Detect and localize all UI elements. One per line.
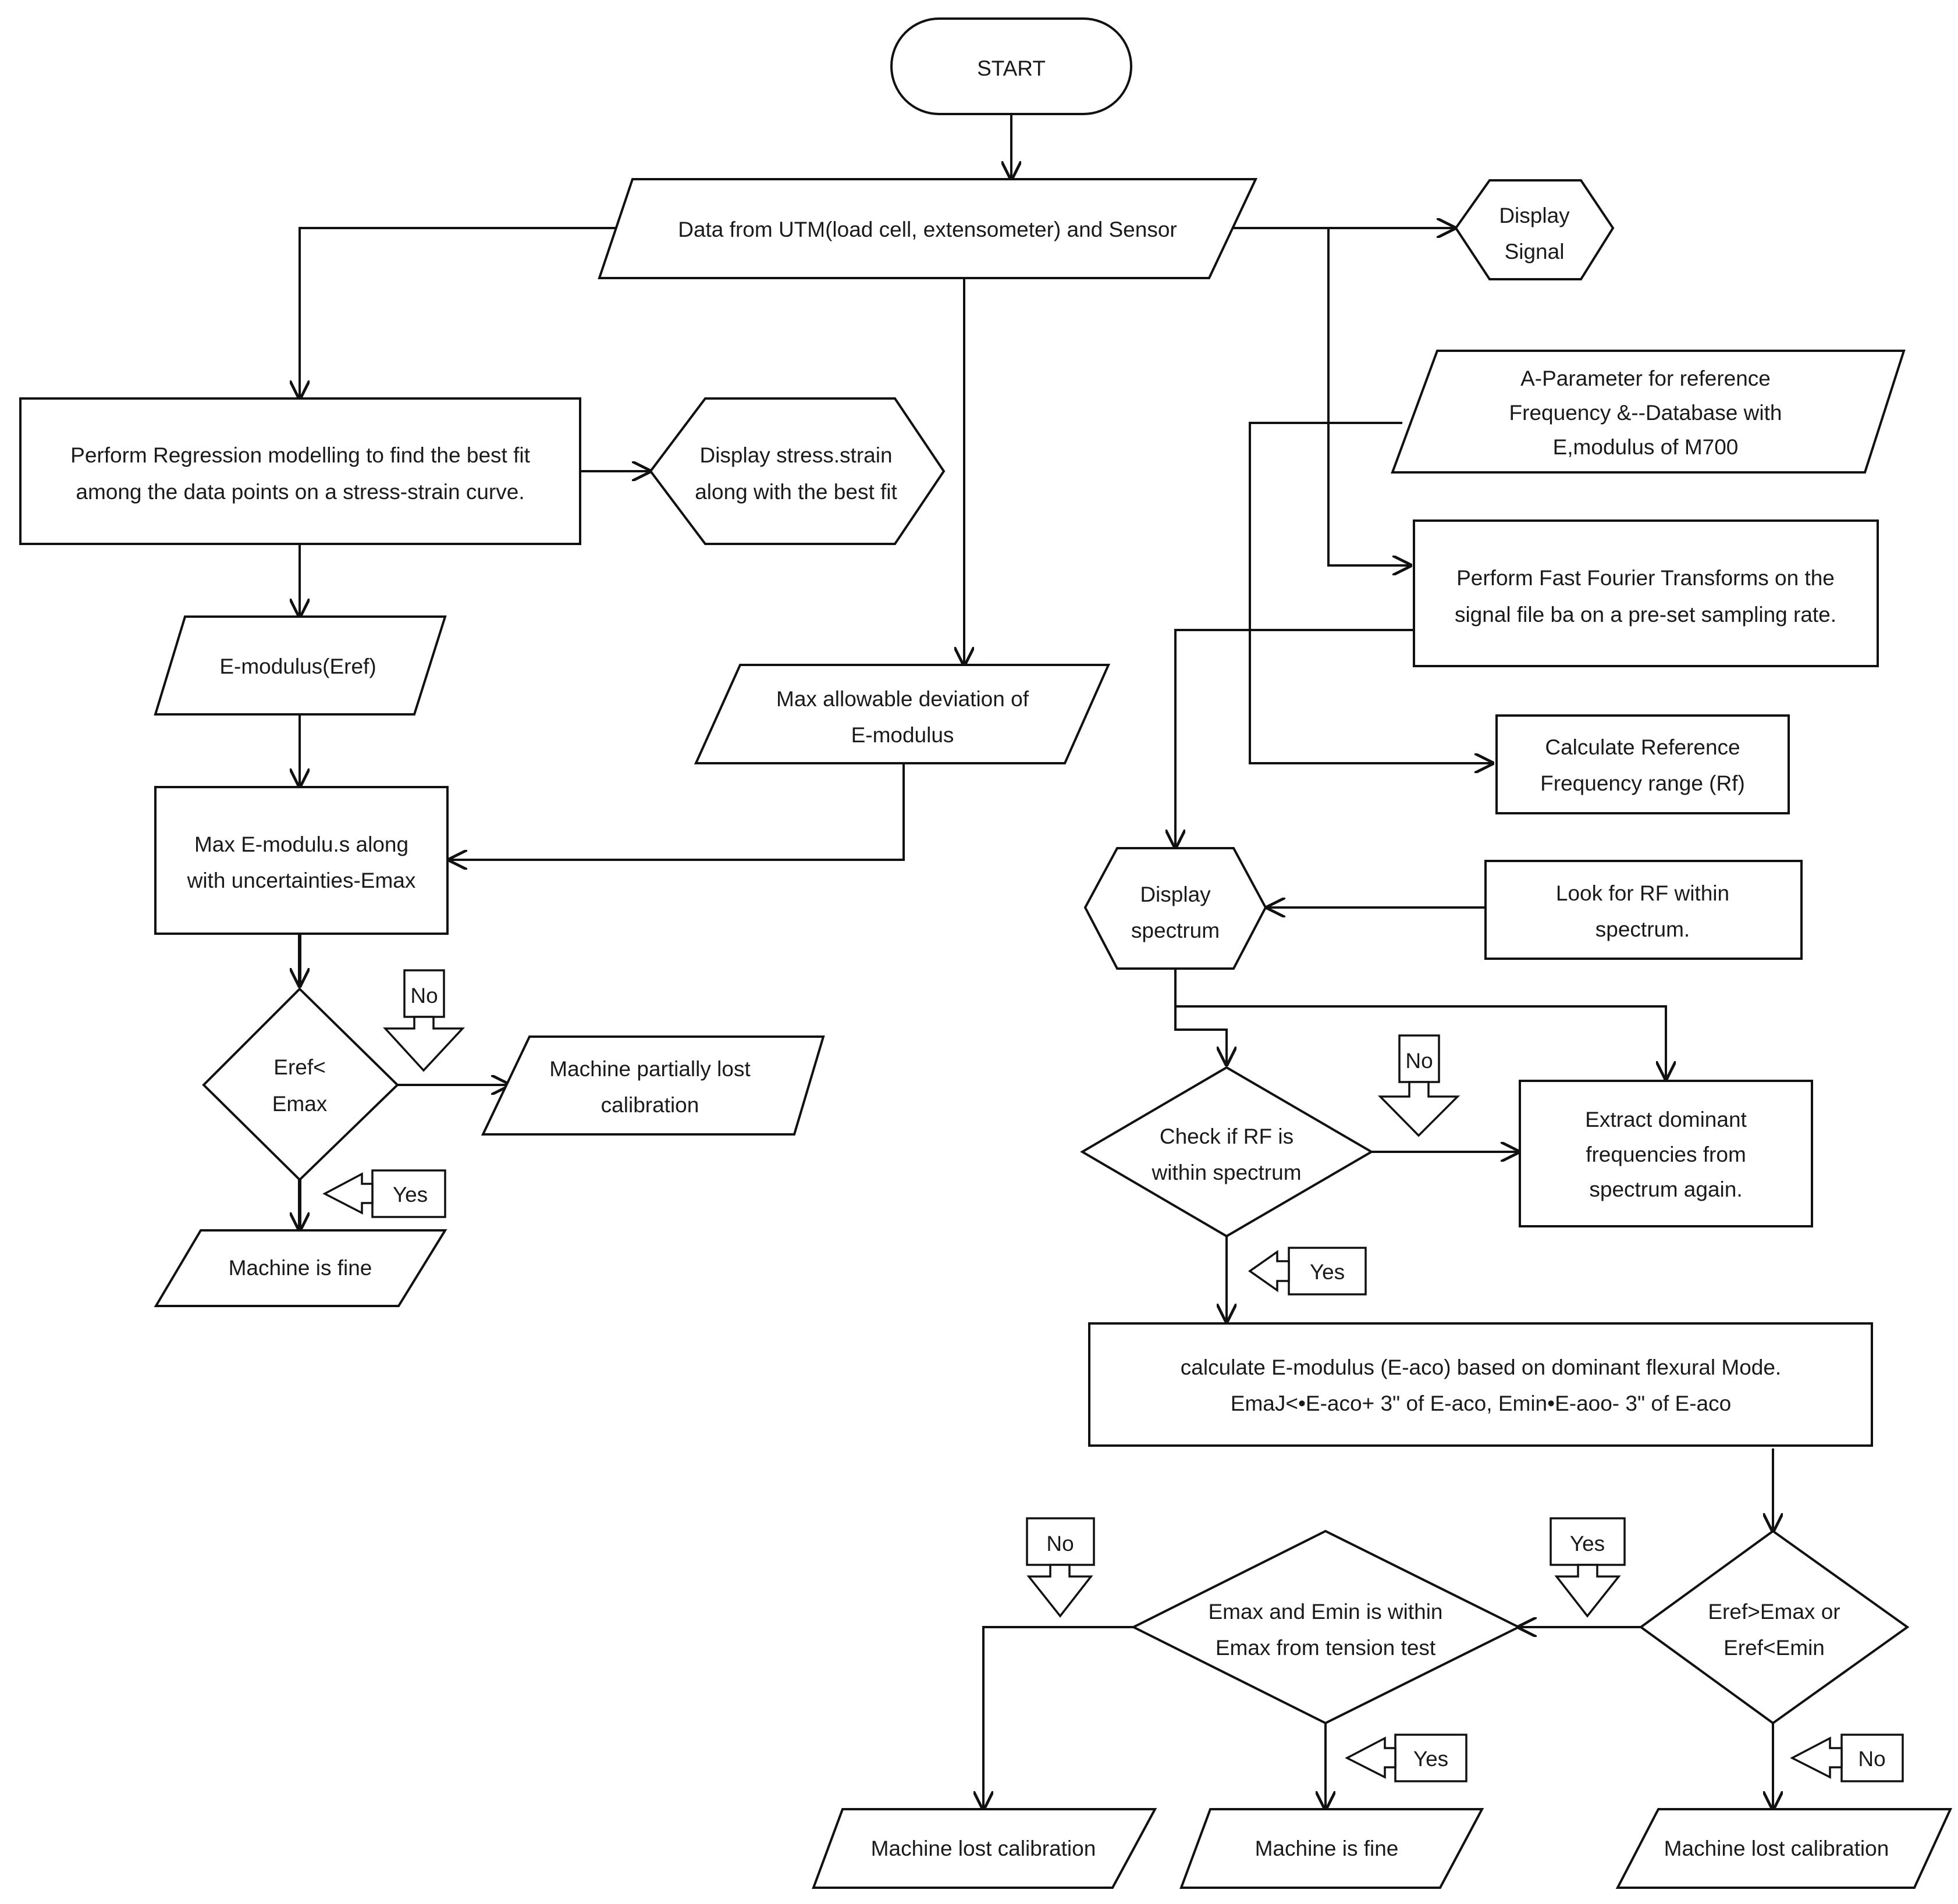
max-emodulus-line-2: with uncertainties-Emax: [187, 869, 416, 892]
lost-calibration-1-label: Machine lost calibration: [871, 1837, 1096, 1860]
regression-line-2: among the data points on a stress-strain…: [76, 480, 524, 504]
display-stress-strain-line-2: along with the best fit: [695, 480, 897, 504]
eref-lt-emax-decision: Eref< Emax: [202, 987, 399, 1181]
edge-data-to-regression: [300, 227, 631, 398]
yes-callout-range: Yes: [1550, 1517, 1626, 1618]
edge-spectrum-to-extract: [1175, 1005, 1666, 1079]
fft-line-1: Perform Fast Fourier Transforms on the: [1456, 566, 1835, 590]
edge-aparam-to-calcrf: [1249, 422, 1493, 763]
data-source-label: Data from UTM(load cell, extensometer) a…: [678, 218, 1177, 241]
a-parameter-line-3: E,modulus of M700: [1553, 435, 1739, 459]
yes-callout-left-label: Yes: [393, 1183, 428, 1207]
partially-lost-line-1: Machine partially lost: [549, 1057, 751, 1081]
emax-emin-within-decision: Emax and Emin is within Emax from tensio…: [1131, 1529, 1522, 1725]
edge-data-to-fft: [1327, 228, 1410, 565]
edge-maxdev-to-maxemod: [449, 763, 905, 860]
check-rf-decision: Check if RF is within spectrum: [1080, 1066, 1374, 1238]
max-deviation-line-1: Max allowable deviation of: [776, 687, 1029, 711]
calc-rf-process: Calculate Reference Frequency range (Rf): [1495, 714, 1790, 814]
edge-within-to-lost1: [983, 1626, 1133, 1809]
display-signal-node: Display Signal: [1454, 179, 1615, 280]
calc-eaco-line-2: EmaJ<•E-aco+ 3" of E-aco, Emin•E-aoo- 3"…: [1231, 1391, 1731, 1415]
machine-fine-2-label: Machine is fine: [1255, 1837, 1399, 1860]
edge-fft-to-spectrum: [1175, 629, 1414, 848]
look-rf-line-2: spectrum.: [1595, 917, 1690, 941]
yes-callout-range-label: Yes: [1570, 1532, 1605, 1556]
emodulus-eref-input: E-modulus(Eref): [154, 615, 447, 716]
calc-eaco-process: calculate E-modulus (E-aco) based on dom…: [1088, 1322, 1873, 1447]
a-parameter-line-1: A-Parameter for reference: [1520, 366, 1771, 390]
no-callout-left-label: No: [410, 984, 438, 1008]
display-spectrum-node: Display spectrum: [1083, 847, 1267, 970]
check-rf-line-2: within spectrum: [1151, 1161, 1301, 1184]
check-rf-line-1: Check if RF is: [1160, 1124, 1294, 1148]
display-stress-strain-node: Display stress.strain along with the bes…: [649, 397, 946, 545]
no-callout-check-rf: No: [1377, 1034, 1460, 1137]
lost-calibration-1-output: Machine lost calibration: [812, 1808, 1157, 1889]
display-stress-strain-line-1: Display stress.strain: [699, 443, 892, 467]
extract-dominant-line-2: frequencies from: [1586, 1143, 1746, 1166]
emodulus-eref-label: E-modulus(Eref): [219, 654, 376, 678]
no-callout-check-rf-label: No: [1405, 1049, 1433, 1073]
look-rf-process: Look for RF within spectrum.: [1484, 860, 1803, 960]
emax-emin-within-line-1: Emax and Emin is within: [1208, 1600, 1442, 1624]
eref-range-line-1: Eref>Emax or: [1708, 1600, 1840, 1624]
yes-callout-within-label: Yes: [1413, 1747, 1448, 1771]
start-terminator: START: [890, 17, 1132, 115]
eref-lt-emax-line-1: Eref<: [273, 1055, 325, 1079]
max-deviation-input: Max allowable deviation of E-modulus: [694, 664, 1111, 764]
no-callout-within: No: [1026, 1517, 1095, 1618]
start-label: START: [977, 56, 1046, 80]
calc-rf-line-1: Calculate Reference: [1545, 735, 1740, 759]
no-callout-left: No: [383, 969, 465, 1072]
partially-lost-output: Machine partially lost calibration: [481, 1035, 825, 1136]
eref-range-line-2: Eref<Emin: [1724, 1636, 1825, 1660]
max-emodulus-line-1: Max E-modulu.s along: [194, 832, 408, 856]
calc-eaco-line-1: calculate E-modulus (E-aco) based on dom…: [1181, 1355, 1781, 1379]
max-emodulus-process: Max E-modulu.s along with uncertainties-…: [154, 786, 449, 935]
eref-range-decision: Eref>Emax or Eref<Emin: [1639, 1529, 1910, 1725]
yes-callout-check-rf-label: Yes: [1310, 1260, 1345, 1284]
fft-process: Perform Fast Fourier Transforms on the s…: [1413, 519, 1879, 667]
edge-spectrum-to-check: [1174, 969, 1227, 1065]
machine-fine-2-output: Machine is fine: [1179, 1808, 1484, 1889]
eref-lt-emax-line-2: Emax: [272, 1092, 328, 1116]
lost-calibration-2-output: Machine lost calibration: [1615, 1808, 1953, 1889]
a-parameter-line-2: Frequency &--Database with: [1509, 401, 1782, 425]
display-signal-line-2: Signal: [1505, 240, 1565, 264]
display-spectrum-line-2: spectrum: [1131, 919, 1220, 942]
yes-callout-check-rf: Yes: [1248, 1247, 1367, 1296]
no-callout-range: No: [1790, 1734, 1904, 1782]
extract-dominant-line-1: Extract dominant: [1585, 1108, 1747, 1131]
display-spectrum-line-1: Display: [1140, 882, 1211, 906]
yes-callout-within: Yes: [1345, 1734, 1467, 1782]
calc-rf-line-2: Frequency range (Rf): [1540, 771, 1745, 795]
emax-emin-within-line-2: Emax from tension test: [1216, 1636, 1436, 1660]
max-deviation-line-2: E-modulus: [851, 723, 954, 747]
extract-dominant-process: Extract dominant frequencies from spectr…: [1519, 1080, 1813, 1227]
partially-lost-line-2: calibration: [601, 1093, 699, 1117]
regression-process: Perform Regression modelling to find the…: [19, 397, 581, 545]
regression-line-1: Perform Regression modelling to find the…: [70, 443, 530, 467]
no-callout-range-label: No: [1858, 1747, 1885, 1771]
display-signal-line-1: Display: [1499, 204, 1570, 227]
extract-dominant-line-3: spectrum again.: [1589, 1177, 1742, 1201]
lost-calibration-2-label: Machine lost calibration: [1664, 1837, 1889, 1860]
no-callout-within-label: No: [1046, 1532, 1074, 1556]
edges: [300, 114, 1773, 1809]
yes-callout-left: Yes: [322, 1169, 446, 1218]
fft-line-2: signal file ba on a pre-set sampling rat…: [1455, 603, 1836, 627]
machine-fine-left-label: Machine is fine: [229, 1256, 372, 1280]
machine-fine-left-output: Machine is fine: [154, 1229, 447, 1307]
data-source-input: Data from UTM(load cell, extensometer) a…: [598, 178, 1258, 279]
a-parameter-input: A-Parameter for reference Frequency &--D…: [1391, 350, 1906, 474]
look-rf-line-1: Look for RF within: [1556, 881, 1729, 905]
